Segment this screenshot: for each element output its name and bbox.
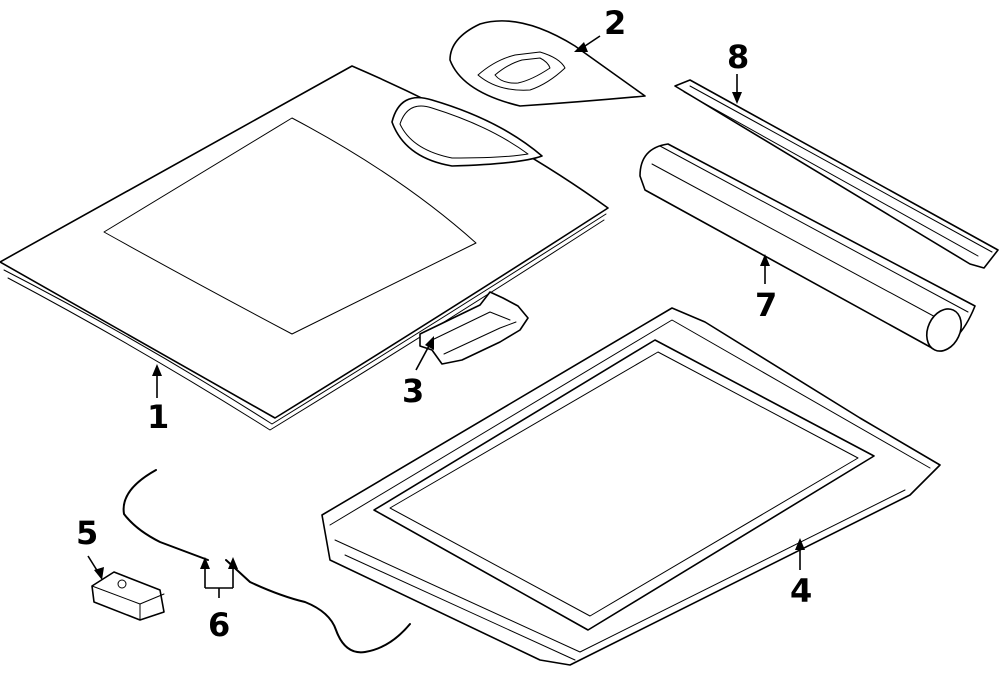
callout-4: 4 <box>790 572 812 610</box>
callout-2: 2 <box>604 4 626 42</box>
callout-5: 5 <box>76 514 98 552</box>
callout-6: 6 <box>208 606 230 644</box>
drain-cables <box>122 469 411 654</box>
leader-lines <box>87 35 805 598</box>
bracket <box>419 291 529 365</box>
sunshade-roller <box>639 143 976 352</box>
callout-8: 8 <box>727 38 749 76</box>
seal-strip <box>674 79 999 269</box>
callout-3: 3 <box>402 372 424 410</box>
interior-cover <box>449 20 646 107</box>
sunroof-frame <box>321 307 941 666</box>
roof-panel <box>0 65 609 431</box>
callout-1: 1 <box>147 398 169 436</box>
sunroof-motor <box>91 571 165 621</box>
callout-7: 7 <box>755 286 777 324</box>
callout-labels: 1 2 3 4 5 6 7 8 <box>76 4 812 644</box>
